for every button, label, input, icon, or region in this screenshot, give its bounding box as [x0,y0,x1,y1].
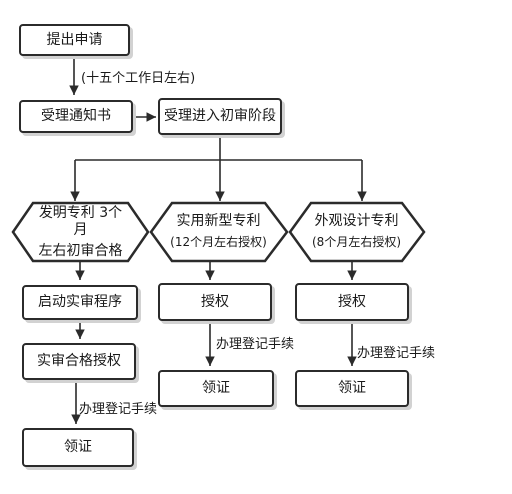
substantive-box: 启动实审程序 [22,285,138,320]
design-line2: (8个月左右授权) [312,235,401,249]
cert-invention-label: 领证 [64,439,92,455]
proc-utility-note: 办理登记手续 [216,337,295,352]
utility-decision-shape [149,201,289,263]
utility-decision: 实用新型专利 (12个月左右授权) [168,205,269,259]
apply-label: 提出申请 [46,31,103,48]
substantive-label: 启动实审程序 [38,294,122,310]
utility-line2: (12个月左右授权) [170,235,267,249]
cert-utility-box: 领证 [158,370,274,407]
prelim-box: 受理进入初审阶段 [158,98,282,135]
proc-invention-note: 办理登记手续 [79,402,158,417]
grant-utility-box: 授权 [158,283,272,321]
design-decision: 外观设计专利 (8个月左右授权) [307,205,406,259]
grant-utility-label: 授权 [201,293,229,310]
invention-line2: 左右初审合格 [38,242,123,259]
cert-invention-box: 领证 [22,428,134,467]
notice-box: 受理通知书 [19,100,133,133]
proc-design-note: 办理登记手续 [357,346,436,361]
cert-design-box: 领证 [295,370,409,407]
invention-decision: 发明专利 3个月 左右初审合格 [33,205,128,259]
invention-line1: 发明专利 3个月 [38,204,123,238]
notice-label: 受理通知书 [41,108,111,124]
invention-decision-shape [11,201,150,263]
grant-design-box: 授权 [295,283,409,321]
design-line1: 外观设计专利 [314,213,399,229]
prelim-label: 受理进入初审阶段 [164,108,276,124]
cert-design-label: 领证 [338,380,366,396]
cert-utility-label: 领证 [202,380,230,396]
grant-design-label: 授权 [338,293,366,310]
design-decision-shape [288,201,426,263]
substantive-pass-box: 实审合格授权 [22,343,136,380]
apply-box: 提出申请 [19,24,130,56]
days-note: (十五个工作日左右) [81,71,196,86]
utility-line1: 实用新型专利 [176,213,261,229]
substantive-pass-label: 实审合格授权 [37,353,121,369]
